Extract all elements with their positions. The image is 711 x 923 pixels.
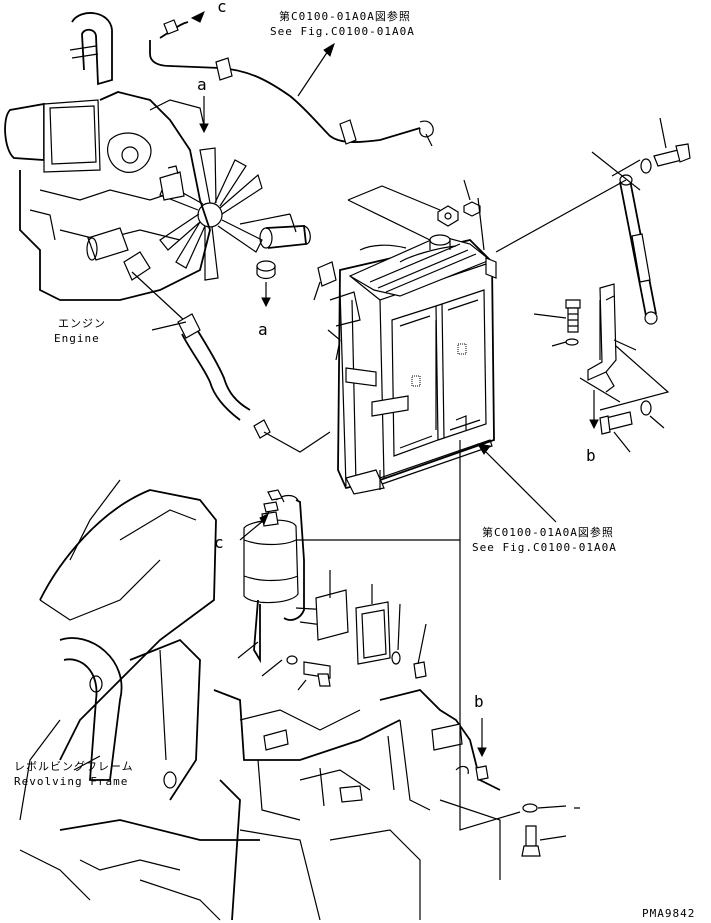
callout-b-bottom: b [474,692,484,711]
leader-mid-ref-arrowhead [477,443,491,455]
mid-ref-jp: 第C0100-01A0A図参照 [482,526,614,539]
lower-hose [177,313,331,453]
top-ref-en: See Fig.C0100-01A0A [270,25,415,38]
stay-rod [495,117,691,325]
engine-label-en: Engine [54,332,100,345]
leader-engine [151,321,187,331]
reserve-tank [237,489,331,664]
callout-b-right: b [586,446,596,465]
callout-a-bottom: a [258,320,268,339]
radiator [313,234,497,495]
small-parts [261,570,427,691]
callout-a-top: a [197,75,207,94]
radiator-nuts [437,179,485,251]
frame-label-en: Revolving Frame [14,775,129,788]
leader-fan [239,213,291,225]
mid-ref-en: See Fig.C0100-01A0A [472,541,617,554]
arrow-a-top [199,96,209,134]
engine-assembly [4,12,263,323]
drawing-number: PMA9842 [642,907,696,920]
bracket-right [533,283,670,453]
leader-nuts [347,185,441,211]
leader-radiator-top [347,199,431,241]
leader-mid-ref [479,445,557,523]
frame-label-jp: レボルビングフレーム [14,760,134,773]
fan [159,147,263,281]
overflow-tube [149,10,434,147]
callout-c-top: c [217,0,227,16]
upper-hose [259,213,311,249]
callout-c-left: c [214,533,224,552]
revolving-frame [19,440,580,921]
leader-frame [73,755,101,771]
engine-label-jp: エンジン [58,317,106,330]
top-ref-jp: 第C0100-01A0A図参照 [279,10,411,23]
cap-a [256,260,276,308]
